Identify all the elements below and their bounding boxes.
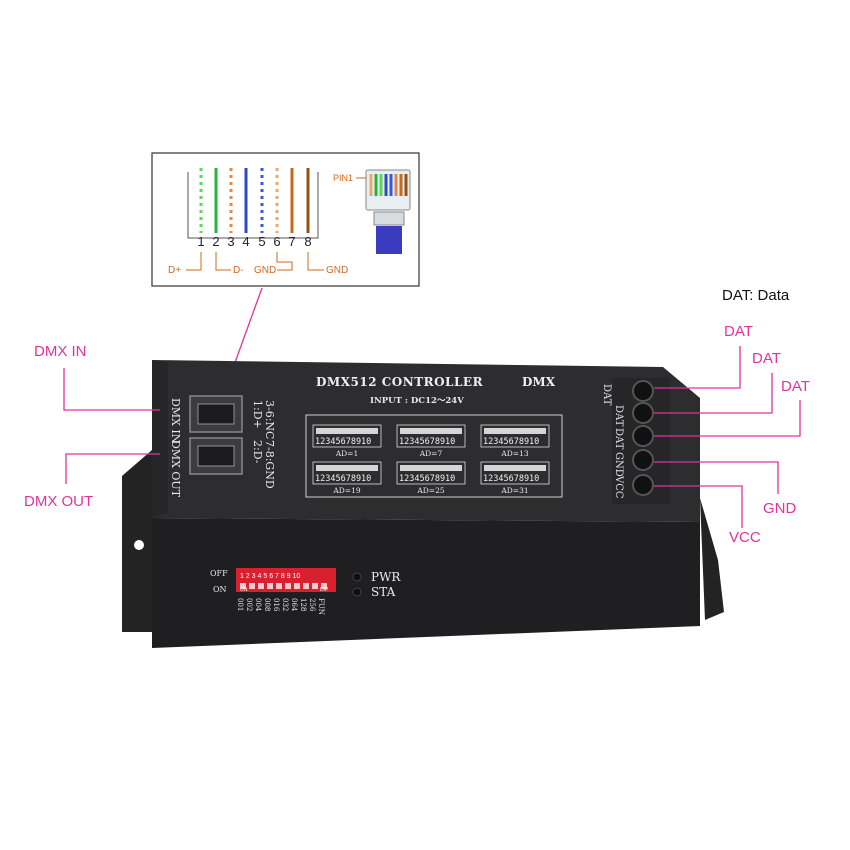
pin-number: 5 (258, 234, 265, 249)
device-brand: DMX (522, 375, 556, 389)
terminal-dat-3[interactable] (632, 425, 654, 447)
dip-tag: DIP (320, 587, 329, 593)
legend-title: DAT: Data (722, 287, 790, 304)
port-text: 7-8:GND (263, 440, 276, 489)
dmx-out-port[interactable] (189, 437, 243, 475)
dip-value: 004 (254, 598, 262, 612)
terminal-dat-1[interactable] (632, 380, 654, 402)
device-input-rating: INPUT : DC12～24V (370, 396, 464, 406)
dip-switch-numbers: 1 2 3 4 5 6 7 8 9 10 (240, 573, 300, 580)
dip-value: 128 (299, 598, 307, 611)
pinout-inset: 1 2 3 4 5 6 7 8 D+ D- GND GND PIN1 (151, 152, 420, 287)
terminal-vcc[interactable] (632, 474, 654, 496)
output-terminals: DAT DAT DAT GND VCC (601, 378, 670, 504)
address-cell: AD=25 (416, 486, 444, 495)
pin-label-gnd: GND (254, 265, 276, 276)
sta-led-icon (352, 587, 362, 597)
terminal-label: VCC (613, 475, 624, 499)
dip-address-table: 12345678910 12345678910 12345678910 1234… (305, 414, 563, 498)
pin-number: 3 (227, 234, 234, 249)
dmx-in-port[interactable] (189, 395, 243, 433)
dip-on-label: ON (213, 585, 227, 594)
device-title: DMX512 CONTROLLER (316, 375, 484, 389)
dip-value: 032 (281, 598, 289, 611)
dip-numbers: 12345678910 (399, 437, 455, 447)
dip-value: 002 (245, 598, 253, 611)
dip-value: 008 (263, 598, 271, 611)
dip-value: 001 (236, 598, 244, 611)
svg-text:PIN1: PIN1 (333, 173, 353, 183)
pin-number: 8 (304, 234, 311, 249)
address-cell: AD=19 (332, 486, 360, 495)
callout-leaders (63, 346, 801, 528)
terminal-gnd[interactable] (632, 449, 654, 471)
dip-value: 256 (308, 598, 316, 612)
port-text: 2:D- (251, 440, 264, 464)
dip-numbers: 12345678910 (315, 474, 371, 484)
port-text: 3-6:NC (263, 400, 276, 439)
port-text: 1:D+ (251, 400, 264, 429)
rj45-plug-icon: PIN1 (333, 169, 411, 254)
dip-value: 016 (272, 598, 280, 612)
callout-dat: DAT (724, 323, 753, 340)
terminal-label: DAT (601, 384, 612, 406)
address-cell: AD=7 (419, 449, 443, 458)
pin-number: 4 (242, 234, 249, 249)
callout-vcc: VCC (729, 529, 761, 546)
dmx-in-side-label: DMX IN (169, 398, 182, 444)
address-cell: AD=31 (500, 486, 528, 495)
pin-label-gnd: GND (326, 265, 348, 276)
terminal-label: DAT (613, 428, 624, 450)
front-dip-switch[interactable]: 1 2 3 4 5 6 7 8 9 10 ON DIP (236, 568, 336, 593)
dip-value: 064 (290, 598, 298, 612)
pin-label-d-plus: D+ (168, 265, 181, 276)
dip-numbers: 12345678910 (483, 474, 539, 484)
dip-on-tag: ON (240, 587, 248, 593)
dmx-out-side-label: DMX OUT (169, 440, 182, 498)
address-cell: AD=1 (335, 449, 359, 458)
pin-label-d-minus: D- (233, 265, 244, 276)
pwr-label: PWR (371, 570, 401, 584)
dip-off-label: OFF (210, 569, 228, 578)
dip-numbers: 12345678910 (399, 474, 455, 484)
callout-gnd: GND (763, 500, 797, 517)
pwr-led-icon (352, 572, 362, 582)
terminal-label: DAT (613, 405, 624, 427)
terminal-label: GND (613, 452, 624, 477)
callout-dat: DAT (752, 350, 781, 367)
pin-number: 6 (273, 234, 280, 249)
callout-dmx-out: DMX OUT (24, 493, 94, 510)
pin-number: 7 (288, 234, 295, 249)
pin-number: 2 (212, 234, 219, 249)
pinout-wires (199, 168, 310, 233)
callout-dat: DAT (781, 378, 810, 395)
sta-label: STA (371, 585, 396, 599)
address-cell: AD=13 (500, 449, 528, 458)
dip-numbers: 12345678910 (315, 437, 371, 447)
terminal-dat-2[interactable] (632, 402, 654, 424)
dip-value: FUN (317, 598, 325, 615)
dip-numbers: 12345678910 (483, 437, 539, 447)
pin-number: 1 (197, 234, 204, 249)
callout-dmx-in: DMX IN (34, 343, 87, 360)
